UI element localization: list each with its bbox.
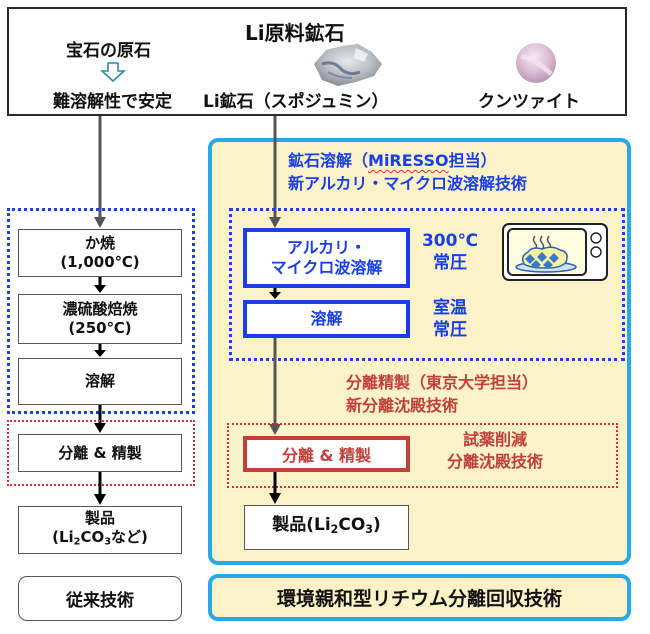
flow-arrow-icon bbox=[94, 277, 106, 293]
reagent-reduction-note: 試薬削減 分離沈殿技術 bbox=[446, 430, 543, 471]
stable-label: 難溶解性で安定 bbox=[53, 92, 172, 112]
flow-arrow-icon bbox=[269, 288, 281, 299]
flow-arrow-icon bbox=[94, 472, 106, 505]
lithium-carbonate-product-box: 製品(Li2CO3) bbox=[244, 505, 409, 550]
dissolution-step: 溶解 bbox=[18, 358, 182, 405]
sulfuric-acid-roasting-step: 濃硫酸焙焼 (250℃) bbox=[18, 294, 182, 344]
kunzite-label: クンツァイト bbox=[478, 92, 580, 112]
product-formula: 製品(Li2CO3) bbox=[272, 515, 381, 536]
alkali-microwave-dissolution-step: アルカリ・ マイクロ波溶解 bbox=[243, 228, 410, 288]
flow-arrow-icon bbox=[94, 344, 106, 357]
dissolution-heading: 鉱石溶解（MiRESSO担当） bbox=[288, 151, 497, 170]
product-name: 製品 bbox=[84, 508, 115, 527]
gem-raw-stone-label: 宝石の原石 bbox=[66, 41, 151, 61]
separation-purification-step: 分離 & 精製 bbox=[18, 434, 182, 472]
room-temp-dissolution-step: 溶解 bbox=[243, 300, 410, 338]
conventional-technology-label: 従来技術 bbox=[18, 576, 182, 621]
step-condition: (250℃) bbox=[68, 319, 132, 337]
spodumene-label: Li鉱石（スポジュミン） bbox=[203, 92, 389, 112]
spodumene-rock-icon bbox=[314, 44, 382, 86]
conventional-product-box: 製品 (Li2CO3など) bbox=[18, 506, 182, 554]
hollow-down-arrow-icon bbox=[99, 62, 127, 83]
new-separation-purification-step: 分離 & 精製 bbox=[243, 436, 410, 472]
step-name: か焼 bbox=[84, 234, 115, 252]
step-name: 分離 & 精製 bbox=[58, 443, 142, 462]
new-dissolution-group bbox=[229, 208, 625, 361]
step-name: 溶解 bbox=[84, 372, 115, 390]
flow-arrow-icon bbox=[94, 116, 106, 228]
microwave-oven-icon bbox=[502, 223, 608, 281]
step-condition: (1,000℃) bbox=[60, 253, 140, 271]
flow-arrow-icon bbox=[269, 472, 281, 504]
eco-friendly-technology-label: 環境親和型リチウム分離回収技術 bbox=[208, 574, 631, 621]
step-name: 濃硫酸焙焼 bbox=[62, 300, 138, 318]
dissolution-subheading: 新アルカリ・マイクロ波溶解技術 bbox=[288, 174, 528, 193]
product-formula: (Li2CO3など) bbox=[52, 527, 148, 548]
calcination-step: か焼 (1,000℃) bbox=[18, 229, 182, 277]
microwave-conditions: 300℃ 常圧 bbox=[421, 231, 479, 273]
separation-subheading: 新分離沈殿技術 bbox=[346, 396, 459, 415]
separation-heading: 分離精製（東京大学担当） bbox=[346, 373, 539, 392]
flow-arrow-icon bbox=[269, 116, 281, 228]
new-separation-group bbox=[227, 423, 618, 488]
raw-ore-title: Li原料鉱石 bbox=[245, 21, 345, 45]
dissolution-conditions: 室温 常圧 bbox=[433, 298, 467, 340]
kunzite-gem-icon bbox=[516, 43, 556, 83]
flow-arrow-icon bbox=[269, 338, 281, 435]
